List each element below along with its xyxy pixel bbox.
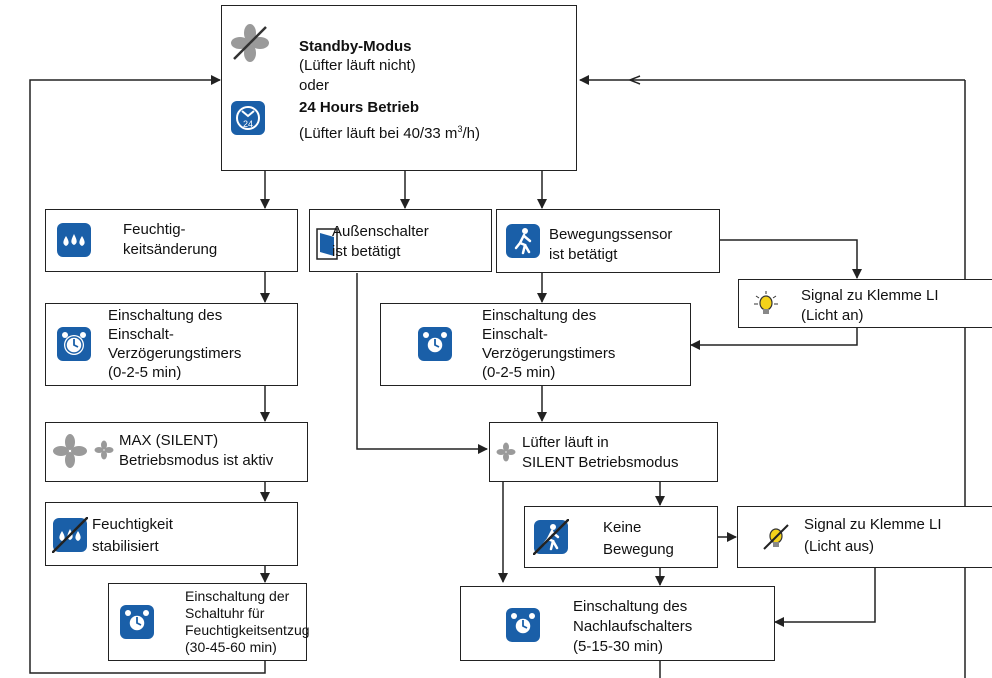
alarm-clock-icon [120,605,154,639]
arrow-loop-right-mid [627,75,641,85]
delay-timer-right-box: Einschaltung des Einschalt- Verzögerungs… [380,303,691,386]
delay-timer-left-line1: Einschaltung des [108,307,223,324]
dehumid-timer-line3: Feuchtigkeitsentzug [185,622,310,638]
outer-switch-line1: Außenschalter [332,223,429,240]
water-drops-icon [57,223,91,257]
motion-person-icon [506,224,540,258]
motion-person-crossed-icon [533,519,569,555]
delay-timer-right-line4: (0-2-5 min) [482,364,556,381]
no-motion-line1: Keine [603,519,642,536]
alarm-clock-icon [57,327,91,361]
humidity-change-line1: Feuchtig- [123,221,186,238]
max-mode-box: MAX (SILENT) Betriebsmodus ist aktiv [45,422,308,482]
outer-switch-box: Außenschalter ist betätigt [309,209,492,272]
humidity-stable-line2: stabilisiert [92,538,159,555]
delay-timer-left-box: Einschaltung des Einschalt- Verzögerungs… [45,303,298,386]
humidity-change-line2: keitsänderung [123,241,218,258]
motion-sensor-line2: ist betätigt [549,246,618,263]
arrow-signaloff-to-overrun [774,568,876,627]
alarm-clock-icon [506,608,540,642]
arrow-switch-to-silent [356,273,488,454]
signal-off-box: Signal zu Klemme LI (Licht aus) [737,506,992,568]
dehumid-timer-line4: (30-45-60 min) [185,639,277,655]
standby-or: oder [299,77,330,94]
motion-sensor-line1: Bewegungssensor [549,226,673,243]
fan-icon [231,24,269,62]
motion-sensor-box: Bewegungssensor ist betätigt [496,209,720,273]
signal-off-line1: Signal zu Klemme LI [804,516,942,533]
delay-timer-right-line3: Verzögerungstimers [482,345,616,362]
arrow-loop-left [29,75,266,674]
standby-box: 24 Standby-Modus (Lüfter läuft nicht) od… [221,5,577,171]
humidity-stable-box: Feuchtigkeit stabilisiert [45,502,298,566]
switch-icon [316,228,338,260]
water-drops-crossed-icon [52,517,88,553]
standby-subtitle2: (Lüfter läuft bei 40/33 m3/h) [299,124,480,142]
svg-text:24: 24 [243,119,253,129]
arrow-signal-to-timer [690,328,858,350]
dehumid-timer-box: Einschaltung der Schaltuhr für Feuchtigk… [108,583,310,661]
signal-off-line2: (Licht aus) [804,538,875,555]
delay-timer-left-line2: Einschalt- [108,326,174,343]
no-motion-line2: Bewegung [603,541,674,558]
fan-small-icon [496,442,516,462]
alarm-clock-icon [418,327,452,361]
silent-mode-box: Lüfter läuft in SILENT Betriebsmodus [489,422,718,482]
delay-timer-left-line4: (0-2-5 min) [108,364,182,381]
standby-title: Standby-Modus [299,38,412,55]
overrun-timer-line2: Nachlaufschalters [573,618,693,635]
standby-subtitle: (Lüfter läuft nicht) [299,57,416,74]
overrun-timer-box: Einschaltung des Nachlaufschalters (5-15… [460,586,775,661]
silent-mode-line1: Lüfter läuft in [522,434,609,451]
overrun-timer-line3: (5-15-30 min) [573,638,664,655]
signal-on-line2: (Licht an) [801,307,864,324]
delay-timer-left-line3: Verzögerungstimers [108,345,242,362]
standby-title2: 24 Hours Betrieb [299,99,420,116]
delay-timer-right-line1: Einschaltung des [482,307,597,324]
fan-small-icon [94,440,114,460]
delay-timer-right-line2: Einschalt- [482,326,548,343]
signal-on-box: Signal zu Klemme LI (Licht an) [738,279,992,328]
humidity-stable-line1: Feuchtigkeit [92,516,173,533]
outer-switch-line2: ist betätigt [332,243,401,260]
fan-icon [53,434,87,468]
max-mode-line1: MAX (SILENT) [119,432,219,449]
max-mode-line2: Betriebsmodus ist aktiv [119,452,274,469]
bulb-icon [754,291,778,314]
signal-on-line1: Signal zu Klemme LI [801,287,939,304]
silent-mode-line2: SILENT Betriebsmodus [522,454,679,471]
bulb-crossed-icon [763,524,789,550]
dehumid-timer-line1: Einschaltung der [185,588,290,604]
no-motion-box: Keine Bewegung [524,506,718,568]
clock-24-icon: 24 [231,101,265,135]
overrun-timer-line1: Einschaltung des [573,598,688,615]
dehumid-timer-line2: Schaltuhr für [185,605,265,621]
humidity-change-box: Feuchtig- keitsänderung [45,209,298,272]
arrow-motion-to-signal [720,239,862,279]
